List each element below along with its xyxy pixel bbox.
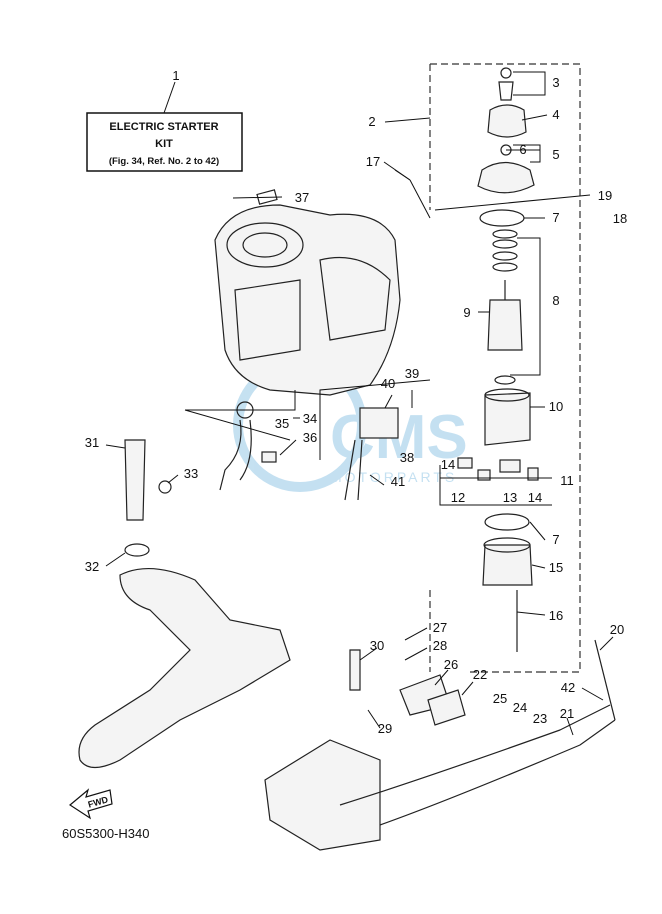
callout-8: 8 xyxy=(552,293,559,308)
starter-kit-boundary xyxy=(429,63,581,673)
title-line-2: KIT xyxy=(155,138,173,150)
callout-17: 17 xyxy=(366,154,380,169)
callout-12: 12 xyxy=(451,490,465,505)
callout-34: 34 xyxy=(303,411,317,426)
callout-numbers: 1 2 3 4 6 5 17 19 37 7 18 8 9 39 40 10 3… xyxy=(85,68,627,736)
callout-2: 2 xyxy=(368,114,375,129)
callout-1: 1 xyxy=(172,68,179,83)
callout-39: 39 xyxy=(405,366,419,381)
watermark: CMS MOTORPARTS xyxy=(233,358,468,492)
callout-26: 26 xyxy=(444,657,458,672)
callout-42: 42 xyxy=(561,680,575,695)
fwd-arrow: FWD xyxy=(68,788,113,820)
brush-holder xyxy=(457,457,539,481)
title-line-1: ELECTRIC STARTER xyxy=(109,121,218,133)
diagram-code: 60S5300-H340 xyxy=(62,826,149,841)
callout-22: 22 xyxy=(473,667,487,682)
callout-23: 23 xyxy=(533,711,547,726)
callout-20: 20 xyxy=(610,622,624,637)
callout-7b: 7 xyxy=(552,532,559,547)
callout-33: 33 xyxy=(184,466,198,481)
title-line-3: (Fig. 34, Ref. No. 2 to 42) xyxy=(109,156,219,167)
watermark-sub: MOTORPARTS xyxy=(330,469,457,485)
callout-40: 40 xyxy=(381,376,395,391)
lower-bracket xyxy=(264,639,616,851)
callout-4: 4 xyxy=(552,107,559,122)
callout-6: 6 xyxy=(519,142,526,157)
callout-32: 32 xyxy=(85,559,99,574)
callout-30: 30 xyxy=(370,638,384,653)
callout-41: 41 xyxy=(391,474,405,489)
title-box: ELECTRIC STARTER KIT (Fig. 34, Ref. No. … xyxy=(86,81,243,172)
callout-36: 36 xyxy=(303,430,317,445)
callout-37: 37 xyxy=(295,190,309,205)
callout-18: 18 xyxy=(613,211,627,226)
callout-31: 31 xyxy=(85,435,99,450)
callout-9: 9 xyxy=(463,305,470,320)
leader-lines xyxy=(105,71,614,736)
callout-27: 27 xyxy=(433,620,447,635)
callout-14b: 14 xyxy=(528,490,542,505)
engine-block xyxy=(214,189,401,396)
watermark-brand: CMS xyxy=(330,403,468,472)
callout-19: 19 xyxy=(598,188,612,203)
callout-11: 11 xyxy=(560,473,574,488)
callout-21: 21 xyxy=(560,706,574,721)
left-parts xyxy=(78,401,291,769)
callout-10: 10 xyxy=(549,399,563,414)
callout-28: 28 xyxy=(433,638,447,653)
starter-motor xyxy=(477,67,535,652)
callout-25: 25 xyxy=(493,691,507,706)
callout-7a: 7 xyxy=(552,210,559,225)
callout-35: 35 xyxy=(275,416,289,431)
callout-3: 3 xyxy=(552,75,559,90)
callout-38: 38 xyxy=(400,450,414,465)
callout-13: 13 xyxy=(503,490,517,505)
callout-15: 15 xyxy=(549,560,563,575)
callout-24: 24 xyxy=(513,700,527,715)
callout-29: 29 xyxy=(378,721,392,736)
callout-5: 5 xyxy=(552,147,559,162)
callout-14a: 14 xyxy=(441,457,455,472)
callout-16: 16 xyxy=(549,608,563,623)
